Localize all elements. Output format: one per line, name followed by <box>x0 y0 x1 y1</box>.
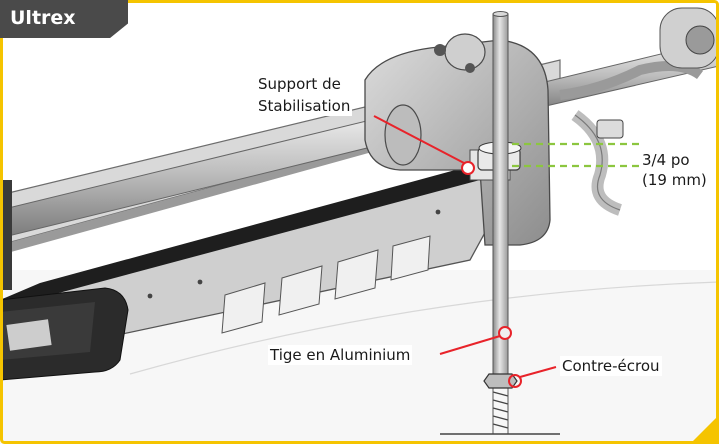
lock-nut <box>483 373 518 389</box>
cable-coil <box>559 7 719 216</box>
callout-support <box>373 115 475 175</box>
measurement-lines <box>512 142 640 168</box>
label-support-line1: Support de <box>256 74 343 94</box>
label-measure-line1: 3/4 po <box>640 150 692 170</box>
label-support-line2: Stabilisation <box>256 96 353 116</box>
label-contre-ecrou: Contre-écrou <box>560 356 662 376</box>
brand-label: Ultrex <box>10 7 76 29</box>
frame-corner <box>690 415 719 444</box>
label-measure-line2: (19 mm) <box>642 171 707 189</box>
aluminium-rod <box>440 11 560 435</box>
deck-edge <box>129 281 719 375</box>
callout-tige <box>439 326 512 355</box>
label-tige: Tige en Aluminium <box>268 345 413 365</box>
callout-contre-ecrou <box>508 366 557 388</box>
brand-tag: Ultrex <box>0 0 128 38</box>
